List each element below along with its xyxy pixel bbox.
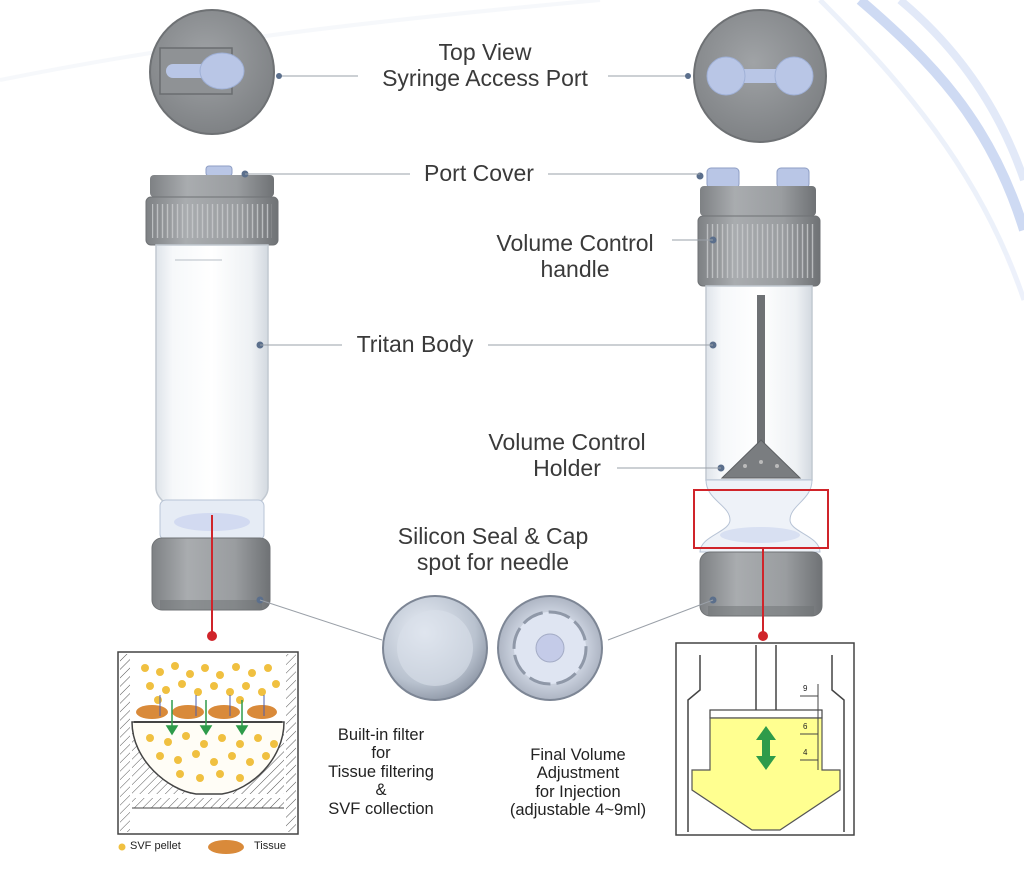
port-cover-label: Port Cover <box>424 160 534 186</box>
red-callouts <box>207 515 768 641</box>
volume-handle-line2: handle <box>540 255 610 282</box>
volume-control-handle-label: Volume Control handle <box>480 230 670 283</box>
final-volume-label: Final Volume Adjustment for Injection (a… <box>486 746 670 820</box>
final-line3: for Injection <box>535 782 621 801</box>
seal-line2: spot for needle <box>416 548 570 575</box>
final-line2: Adjustment <box>536 764 620 783</box>
top-view-left-disc <box>149 9 275 135</box>
scale-mark-9: 9 <box>803 684 808 693</box>
volume-holder-line1: Volume Control <box>488 429 646 455</box>
filter-line2: for <box>371 744 391 763</box>
scale-mark-4: 4 <box>803 748 808 757</box>
tritan-body-label: Tritan Body <box>356 331 474 357</box>
filter-line1: Built-in filter <box>337 726 425 744</box>
background-swoosh <box>0 0 1024 301</box>
volume-holder-line2: Holder <box>533 454 601 481</box>
seal-line1: Silicon Seal & Cap <box>397 523 589 549</box>
filter-schematic <box>117 651 299 835</box>
top-view-right-disc <box>693 9 827 143</box>
cap-needle-spot-disc <box>497 595 603 701</box>
volume-handle-line1: Volume Control <box>496 230 654 256</box>
top-view-line2: Syringe Access Port <box>382 64 588 91</box>
left-device <box>145 165 279 611</box>
filter-line4: & <box>375 781 387 800</box>
volume-schematic <box>675 642 855 836</box>
built-in-filter-label: Built-in filter for Tissue filtering & S… <box>306 726 456 818</box>
legend-tissue-label: Tissue <box>254 840 286 852</box>
final-line1: Final Volume <box>530 746 626 764</box>
silicon-seal-disc <box>382 595 488 701</box>
top-view-label: Top View Syringe Access Port <box>360 39 610 92</box>
top-view-line1: Top View <box>438 39 532 65</box>
right-device <box>693 167 829 617</box>
legend-tissue-swatch <box>208 840 244 854</box>
filter-line5: SVF collection <box>328 799 434 818</box>
legend-svf-label: SVF pellet <box>130 840 181 852</box>
legend-svf-swatch <box>118 843 126 851</box>
leader-lines <box>245 73 721 641</box>
final-line4: (adjustable 4~9ml) <box>509 801 647 820</box>
volume-control-holder-label: Volume Control Holder <box>470 429 664 482</box>
filter-line3: Tissue filtering <box>328 762 434 781</box>
scale-mark-6: 6 <box>803 722 808 731</box>
silicon-seal-label: Silicon Seal & Cap spot for needle <box>370 523 616 576</box>
